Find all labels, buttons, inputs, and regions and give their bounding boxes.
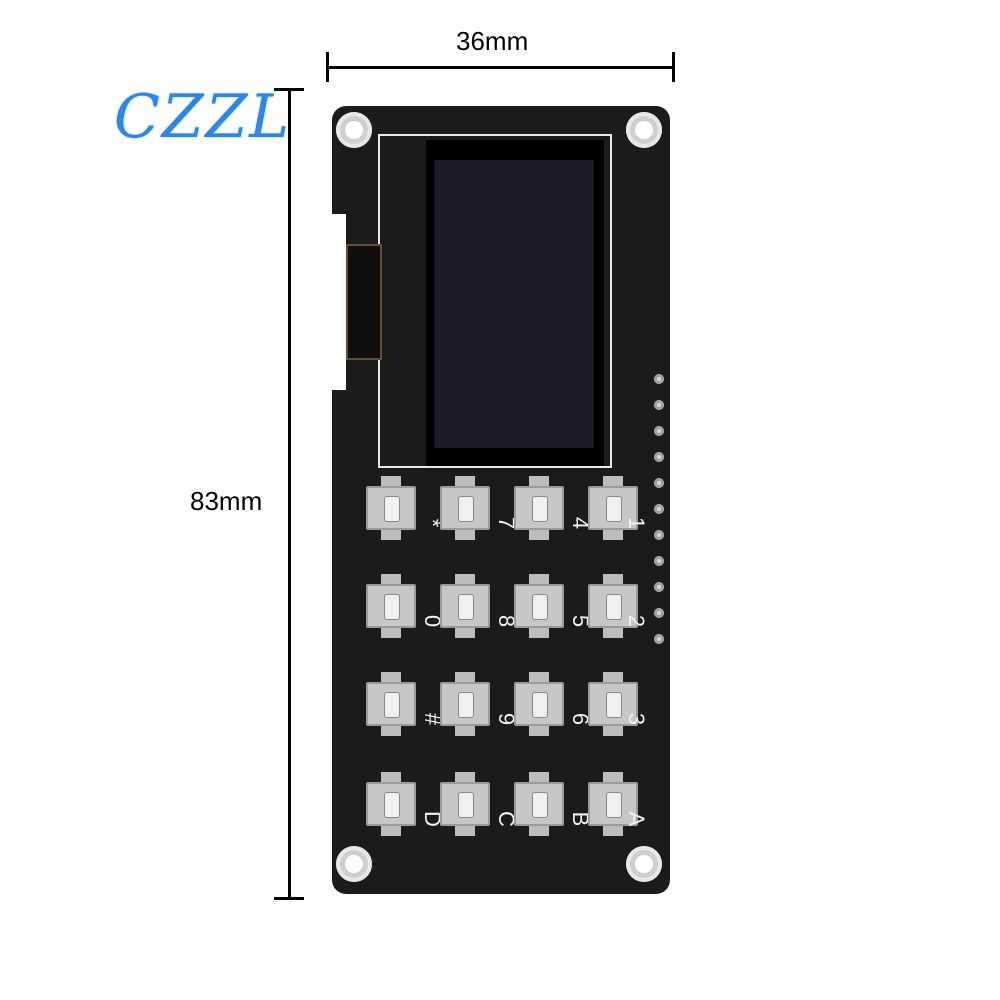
- header-pins: [652, 370, 666, 660]
- keypad-button-c[interactable]: [440, 772, 490, 836]
- brand-logo: CZZL: [114, 82, 292, 152]
- oled-display-screen: [434, 160, 594, 448]
- height-label: 83mm: [190, 486, 263, 516]
- mounting-hole: [626, 112, 662, 148]
- keypad-button-4[interactable]: [514, 476, 564, 540]
- keypad-button-5[interactable]: [514, 574, 564, 638]
- keypad-button-0[interactable]: [366, 574, 416, 638]
- key-label: 1: [624, 516, 649, 530]
- keypad-button-8[interactable]: [440, 574, 490, 638]
- key-label: 2: [624, 614, 649, 628]
- keypad-button-7[interactable]: [440, 476, 490, 540]
- key-label: A: [624, 811, 649, 827]
- width-label: 36mm: [456, 26, 529, 56]
- keypad-button-a[interactable]: [588, 772, 638, 836]
- keypad-button-2[interactable]: [588, 574, 638, 638]
- keypad: * 7 4 1 0 8 5 2 # 9: [366, 476, 649, 866]
- mounting-hole: [626, 846, 662, 882]
- keypad-button-star[interactable]: [366, 476, 416, 540]
- height-dimension: [274, 88, 304, 900]
- keypad-button-1[interactable]: [588, 476, 638, 540]
- keypad-button-6[interactable]: [514, 672, 564, 736]
- keypad-button-3[interactable]: [588, 672, 638, 736]
- keypad-button-9[interactable]: [440, 672, 490, 736]
- keypad-button-hash[interactable]: [366, 672, 416, 736]
- keypad-button-d[interactable]: [366, 772, 416, 836]
- mounting-hole: [336, 846, 372, 882]
- mounting-hole: [336, 112, 372, 148]
- keypad-button-b[interactable]: [514, 772, 564, 836]
- pcb-notch: [332, 214, 346, 390]
- key-label: 3: [624, 712, 649, 726]
- width-dimension: [326, 52, 675, 82]
- oled-ribbon-connector: [346, 244, 382, 360]
